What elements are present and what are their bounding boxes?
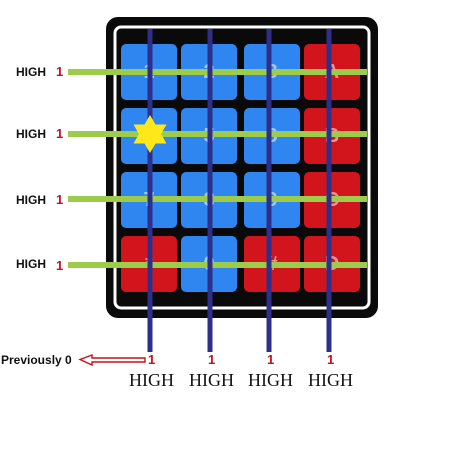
row-labels: HIGH 1 HIGH 1 HIGH 1 HIGH 1 bbox=[16, 64, 63, 273]
column-line-3 bbox=[266, 29, 272, 352]
column-line-4 bbox=[326, 29, 332, 352]
row-line-1 bbox=[68, 69, 367, 75]
col-4-state: HIGH bbox=[308, 370, 353, 390]
col-2-value: 1 bbox=[208, 352, 215, 367]
row-3-state: HIGH bbox=[16, 193, 46, 207]
pressed-key-marker bbox=[133, 115, 167, 153]
keypad-inner-border bbox=[113, 25, 371, 310]
row-3-value: 1 bbox=[56, 192, 63, 207]
row-2-value: 1 bbox=[56, 126, 63, 141]
row-line-2 bbox=[68, 131, 367, 137]
row-4-state: HIGH bbox=[16, 257, 46, 271]
column-line-2 bbox=[207, 29, 213, 352]
row-1-value: 1 bbox=[56, 64, 63, 79]
column-line-1 bbox=[147, 29, 153, 352]
column-values: 1 1 1 1 bbox=[148, 352, 334, 367]
star-icon bbox=[133, 115, 167, 153]
row-4-value: 1 bbox=[56, 258, 63, 273]
col-1-value: 1 bbox=[148, 352, 155, 367]
col-3-value: 1 bbox=[267, 352, 274, 367]
col-2-state: HIGH bbox=[189, 370, 234, 390]
column-lines bbox=[147, 29, 332, 352]
row-2-state: HIGH bbox=[16, 127, 46, 141]
row-lines bbox=[68, 69, 367, 268]
column-states: HIGH HIGH HIGH HIGH bbox=[129, 370, 353, 390]
col-3-state: HIGH bbox=[248, 370, 293, 390]
previously-zero-label: Previously 0 bbox=[1, 353, 72, 367]
row-line-3 bbox=[68, 196, 367, 202]
col-4-value: 1 bbox=[327, 352, 334, 367]
row-line-4 bbox=[68, 262, 367, 268]
left-arrow-icon bbox=[78, 353, 146, 367]
row-1-state: HIGH bbox=[16, 65, 46, 79]
col-1-state: HIGH bbox=[129, 370, 174, 390]
